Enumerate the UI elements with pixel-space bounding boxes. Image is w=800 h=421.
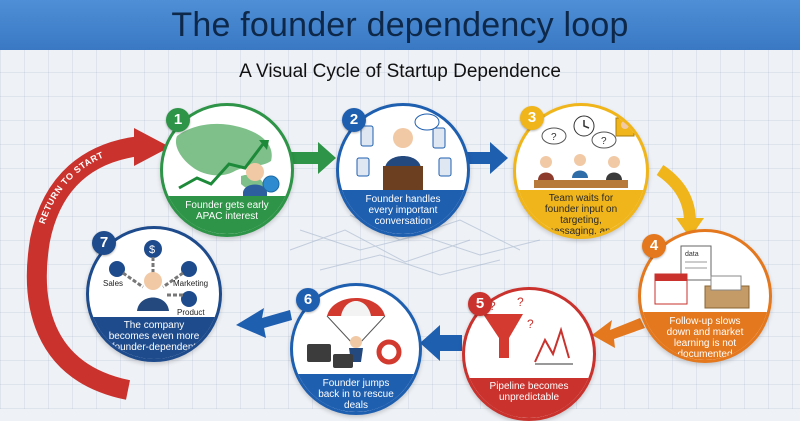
table-icon	[534, 180, 628, 188]
briefcase-icon	[307, 344, 331, 362]
lifebuoy-icon	[379, 342, 399, 362]
arrow-3-to-4	[660, 170, 690, 222]
stage-5-caption: Pipeline becomes unpredictable	[465, 378, 593, 418]
arrow-5-to-6	[420, 325, 462, 361]
globe-icon	[263, 176, 279, 192]
stage-4-caption: Follow-up slows down and market learning…	[641, 312, 769, 360]
stage-5-number: 5	[468, 292, 492, 316]
stage-2-number: 2	[342, 108, 366, 132]
volatile-chart-icon	[535, 330, 569, 362]
svg-text:?: ?	[601, 136, 607, 147]
phone-icon	[439, 158, 451, 176]
stage-7-caption: The company becomes even more founder-de…	[89, 317, 219, 359]
phone-icon	[357, 158, 369, 176]
svg-text:?: ?	[517, 295, 524, 309]
svg-text:$: $	[149, 244, 155, 256]
stage-3-number: 3	[520, 106, 544, 130]
product-label: Product	[177, 308, 205, 317]
funnel-icon	[483, 314, 523, 358]
stage-6-number: 6	[296, 288, 320, 312]
stage-6-caption: Founder jumps back in to rescue deals	[293, 374, 419, 412]
sales-label: Sales	[103, 279, 123, 288]
phone-icon	[433, 128, 445, 148]
stage-2-caption: Founder handles every important conversa…	[339, 190, 467, 234]
arrow-2-to-3	[465, 142, 508, 174]
briefcase-icon	[333, 354, 353, 368]
speech-bubble-icon	[415, 114, 439, 130]
phone-icon	[361, 126, 373, 146]
stage-7-number: 7	[92, 231, 116, 255]
arrow-4-to-5	[592, 318, 645, 348]
svg-text:?: ?	[551, 132, 557, 143]
stage-1-number: 1	[166, 108, 190, 132]
svg-text:data: data	[685, 251, 699, 258]
stage-3-caption: Team waits for founder input on targetin…	[516, 190, 646, 236]
stage-4-number: 4	[642, 234, 666, 258]
marketing-icon	[181, 261, 197, 277]
product-icon	[181, 291, 197, 307]
svg-text:?: ?	[527, 317, 534, 331]
sales-icon	[109, 261, 125, 277]
arrow-6-to-7	[236, 308, 292, 338]
arrow-1-to-2	[290, 142, 336, 174]
marketing-label: Marketing	[173, 279, 208, 288]
